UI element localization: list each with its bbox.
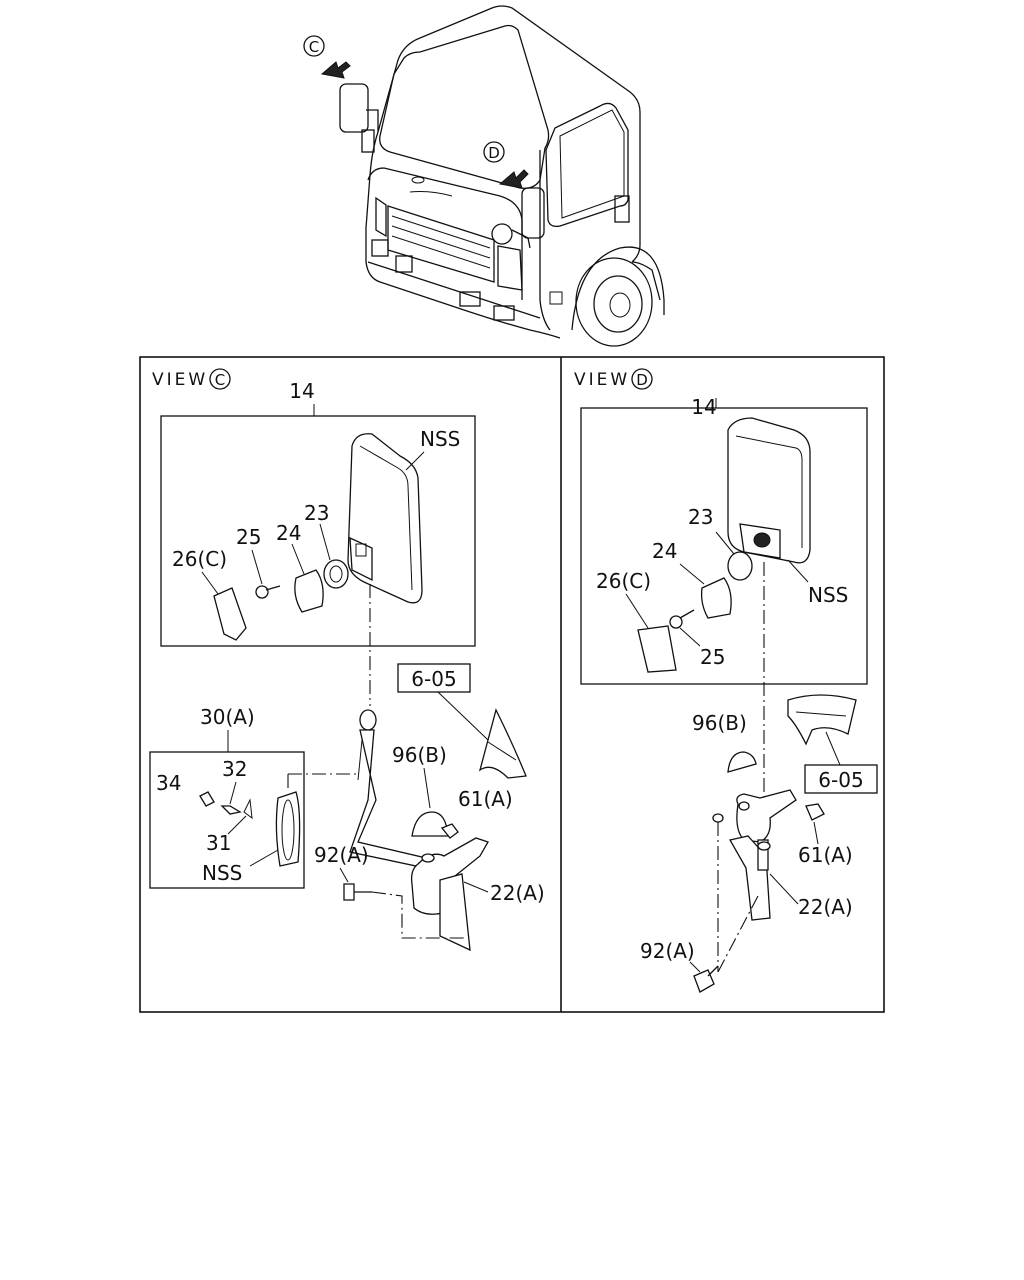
view-c-label-32: 32 [222,757,247,781]
view-c-ref-label: 6-05 [411,667,456,691]
view-d-label-14: 14 [691,395,716,419]
view-c-panel: VIEW C 14 NSS 23 24 25 26(C) [149,368,545,952]
view-c-part-61 [440,823,459,839]
view-c-part-92 [343,883,355,901]
view-d-mirror-head [727,417,811,564]
view-c-part-24 [294,569,324,613]
views-frame [139,356,885,1013]
view-d-letter: D [636,371,648,389]
view-c-part-96 [411,811,449,837]
marker-c-letter: C [309,38,319,56]
view-c-title: VIEW [152,370,208,390]
marker-d: D [483,141,529,189]
view-c-label-96: 96(B) [392,743,447,767]
view-c-label-nss-top: NSS [420,427,460,451]
view-d-part-25 [669,615,683,629]
view-c-part-26 [213,587,247,641]
view-d-part-24 [700,577,732,619]
view-c-label-92: 92(A) [314,843,369,867]
view-d-ref-label: 6-05 [818,768,863,792]
view-d-part-26 [637,625,677,673]
view-c-label-25: 25 [236,525,261,549]
view-c-label-30: 30(A) [200,705,255,729]
view-c-ref-box [397,663,471,693]
marker-d-letter: D [488,144,500,162]
view-c-part-nss-lens [275,791,301,867]
view-d-part-96 [727,751,757,773]
view-c-label-nss-bottom: NSS [202,861,242,885]
marker-c: C [303,35,351,79]
view-d-label-22: 22(A) [798,895,853,919]
view-d-panel: VIEW D 14 NSS 23 24 25 26(C) [574,368,878,993]
view-d-title: VIEW [574,370,630,390]
view-d-label-61: 61(A) [798,843,853,867]
view-d-label-26: 26(C) [596,569,651,593]
view-c-label-24: 24 [276,521,301,545]
view-c-label-61: 61(A) [458,787,513,811]
view-c-mirror-head [347,433,423,604]
view-c-part-25 [255,585,269,599]
view-c-label-26: 26(C) [172,547,227,571]
view-d-part-61 [805,803,825,821]
view-c-label-34: 34 [156,771,181,795]
view-d-label-nss: NSS [808,583,848,607]
view-d-ref-box [804,764,878,794]
view-c-part-23 [323,559,349,589]
view-c-sub-box [149,751,305,889]
view-d-part-23 [727,551,753,581]
view-d-label-92: 92(A) [640,939,695,963]
view-c-label-31: 31 [206,831,231,855]
view-d-label-25: 25 [700,645,725,669]
view-c-mirror-box [160,415,476,647]
truck-cab-illustration [339,5,665,347]
view-d-label-23: 23 [688,505,713,529]
view-d-label-24: 24 [652,539,677,563]
view-d-mirror-box [580,407,868,685]
view-d-label-96: 96(B) [692,711,747,735]
view-c-label-23: 23 [304,501,329,525]
view-c-label-22: 22(A) [490,881,545,905]
view-c-letter: C [215,371,225,389]
view-c-label-14: 14 [289,379,314,403]
